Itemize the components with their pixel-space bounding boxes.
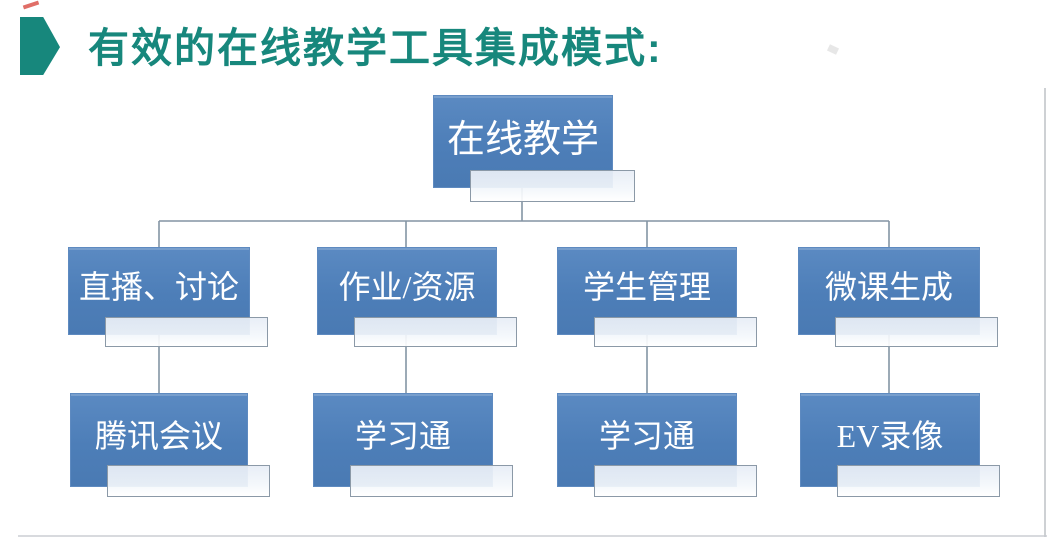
node-shadow	[835, 317, 998, 347]
node-label: 直播、讨论	[78, 269, 239, 305]
node-shadow	[350, 465, 513, 497]
node-shadow	[354, 317, 517, 347]
node-label: 微课生成	[824, 269, 953, 305]
node-label: 学习通	[598, 418, 695, 454]
node-student-management: 学生管理	[557, 247, 737, 335]
node-shadow	[837, 465, 1000, 497]
node-label: 学生管理	[582, 269, 711, 305]
node-label: 在线教学	[446, 119, 599, 161]
slide-bottom-edge	[18, 535, 1047, 537]
node-label: 腾讯会议	[94, 418, 223, 454]
node-shadow	[470, 170, 635, 202]
node-shadow	[594, 465, 757, 497]
node-label: 作业/资源	[338, 269, 476, 305]
node-label: EV录像	[836, 418, 944, 454]
node-shadow	[594, 317, 757, 347]
node-shadow	[105, 317, 268, 347]
page-title: 有效的在线教学工具集成模式:	[88, 25, 663, 71]
node-label: 学习通	[354, 418, 451, 454]
slide-right-edge	[1044, 88, 1046, 537]
node-shadow	[107, 465, 270, 497]
